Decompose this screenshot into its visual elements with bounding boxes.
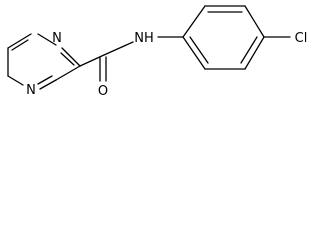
bond-ar4-ar5-inner [240,36,258,64]
atom-n-bottom: N [26,83,36,98]
pyrazine-ring: N N [7,31,81,98]
bond-c7-n1-inner [60,52,75,66]
atom-chlorine: Cl [295,31,308,46]
bond-c2-c3-inner [11,39,29,51]
chemical-structure: N N O NH Cl [7,5,308,99]
atom-carbonyl-oxygen: O [98,84,108,99]
bond-carbonyl-nitrogen [103,41,134,56]
bond-ar6-ar1 [182,36,206,70]
bond-n5-c6 [39,79,57,90]
bond-c7-n1 [61,47,81,67]
chlorophenyl-ring: Cl [157,5,308,70]
bond-n1-c2 [37,33,57,46]
bond-ar1-ar2 [182,5,206,38]
bond-ar3-ar4 [244,5,265,38]
bond-n5-c6-inner [37,75,53,85]
atom-n-top: N [52,31,62,46]
bond-c6-c7 [55,65,81,81]
bond-c4-n5 [7,75,24,86]
amide-group: O NH [79,31,154,99]
bond-ar6-ar1-inner [189,36,209,64]
bond-c2-c3 [7,33,32,49]
bond-ar4-ar5 [244,36,265,70]
atom-amide-nh: NH [134,31,154,46]
